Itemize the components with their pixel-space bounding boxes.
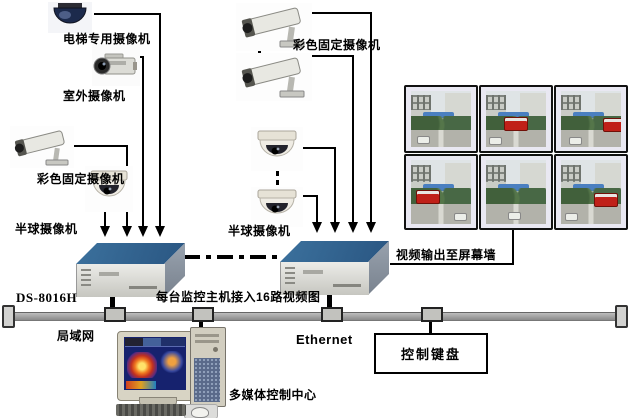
keyboard-bus-drop: [429, 319, 432, 335]
monitor-feed-3: [554, 85, 628, 153]
dvr-host-right: [272, 238, 394, 298]
workstation-tower-icon: [190, 327, 226, 407]
wire: [312, 55, 354, 57]
wire: [104, 208, 106, 228]
arrow-down-icon: [138, 226, 148, 237]
dvr-link-dashdot: [184, 255, 278, 259]
dome-camera-left-label: 半球摄像机: [15, 222, 78, 236]
mouse-icon: [191, 407, 209, 418]
dome-camera-icon: [251, 127, 303, 176]
dvr-bus-drop: [327, 292, 332, 310]
arrow-down-icon: [330, 222, 340, 233]
color-fixed-camera-left-label: 彩色固定摄像机: [37, 172, 125, 186]
box-camera-icon: [92, 44, 140, 91]
wire: [352, 55, 354, 224]
wire: [74, 145, 128, 147]
bus-terminator-right: [615, 305, 628, 328]
wire: [142, 56, 144, 228]
dome-camera-icon: [251, 187, 303, 232]
bullet-camera-icon: [236, 53, 312, 106]
dvr-front: [76, 264, 165, 297]
wire: [334, 147, 336, 224]
video-output-wire: [390, 263, 514, 265]
bus-terminator-left: [2, 305, 15, 328]
arrow-down-icon: [348, 222, 358, 233]
arrow-down-icon: [155, 226, 165, 237]
video-output-label: 视频输出至屏幕墙: [396, 248, 497, 262]
bullet-camera-icon: [236, 3, 312, 56]
workstation-keyboard-icon: [116, 404, 186, 416]
monitor-feed-2: [479, 85, 553, 153]
bus-tap: [321, 307, 343, 322]
workstation-monitor: [117, 331, 195, 401]
monitor-feed-5: [479, 154, 553, 230]
monitor-feed-6: [554, 154, 628, 230]
mouse-pad-icon: [184, 404, 218, 418]
dome-camera-icon: [85, 166, 133, 217]
bus-tap: [192, 307, 214, 322]
wire: [159, 13, 161, 228]
more-cameras-dashes: [276, 171, 279, 187]
dvr-top: [76, 243, 185, 264]
bullet-camera-icon: [10, 126, 74, 173]
arrow-down-icon: [100, 226, 110, 237]
lan-label: 局域网: [57, 329, 95, 343]
arrow-down-icon: [366, 222, 376, 233]
wire: [303, 195, 318, 197]
dvr-host-left: [68, 240, 190, 300]
multimedia-control-center-label: 多媒体控制中心: [229, 388, 317, 402]
dvr-model-label: DS-8016H: [16, 290, 78, 305]
wire: [316, 195, 318, 224]
arrow-down-icon: [122, 226, 132, 237]
elevator-dome-camera-icon: [46, 2, 94, 38]
dvr-bus-drop: [110, 296, 115, 310]
wire: [370, 12, 372, 224]
video-output-wire: [512, 226, 514, 265]
wire: [312, 12, 372, 14]
wire: [303, 147, 336, 149]
monitor-feed-4: [404, 154, 478, 230]
per-host-note-label: 每台监控主机接入16路视频图: [156, 290, 321, 304]
control-keyboard-box: 控制键盘: [374, 333, 488, 374]
dvr-front: [280, 262, 369, 295]
color-fixed-camera-right-label: 彩色固定摄像机: [293, 38, 381, 52]
workstation-bus-drop: [199, 319, 203, 333]
elevator-camera-label: 电梯专用摄像机: [63, 32, 151, 46]
outdoor-camera-label: 室外摄像机: [63, 89, 126, 103]
bus-tap: [421, 307, 443, 322]
arrow-down-icon: [312, 222, 322, 233]
dvr-top: [280, 241, 389, 262]
control-keyboard-label: 控制键盘: [400, 347, 461, 362]
dome-camera-right-label: 半球摄像机: [228, 224, 291, 238]
ethernet-label: Ethernet: [296, 332, 353, 347]
wire: [94, 13, 161, 15]
workstation-screen: [124, 337, 186, 390]
monitor-feed-1: [404, 85, 478, 153]
ethernet-bus: [8, 312, 620, 321]
bus-tap: [104, 307, 126, 322]
